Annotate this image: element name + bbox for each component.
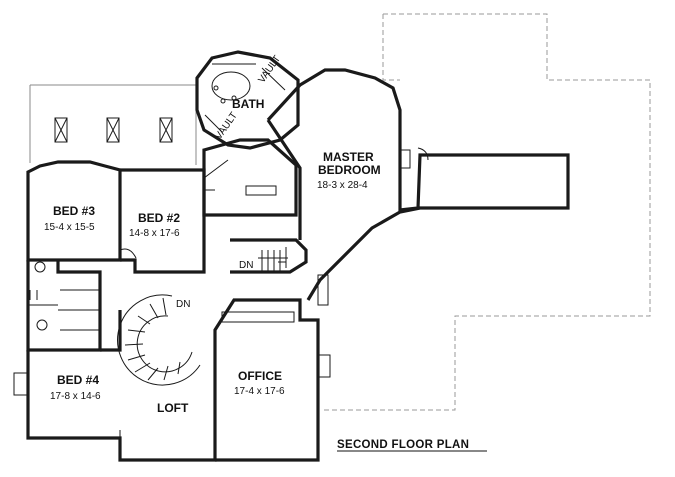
skylight-3 <box>159 117 173 143</box>
fireplace-office <box>317 354 331 378</box>
bath-walls <box>195 50 300 150</box>
master-label-line2: BEDROOM <box>318 163 381 177</box>
fireplace-bed4 <box>13 372 29 396</box>
master-fireplace <box>399 147 429 169</box>
bed2-label: BED #2 <box>138 211 180 225</box>
roof-outline-dashed <box>322 13 651 411</box>
master-label-line1: MASTER <box>323 150 374 164</box>
stair-dn-small-label: DN <box>239 260 253 271</box>
bed3-label: BED #3 <box>53 204 95 218</box>
bath-label: BATH <box>232 97 264 111</box>
bed3-dims: 15-4 x 15-5 <box>44 222 95 233</box>
tub <box>211 71 251 101</box>
vault-label-lower: VAULT <box>213 110 240 141</box>
bed4-dims: 17-8 x 14-6 <box>50 391 101 402</box>
bed4-walls <box>13 310 217 462</box>
loft-label: LOFT <box>157 401 189 415</box>
office-walls <box>213 274 331 462</box>
skylight-1 <box>54 117 68 143</box>
upper-deck-area <box>29 84 197 165</box>
shared-bath-walls <box>26 260 102 352</box>
closet-core <box>202 138 298 217</box>
office-built-in <box>221 311 295 323</box>
master-dims: 18-3 x 28-4 <box>317 180 368 191</box>
spiral-stair <box>117 294 201 386</box>
bed2-walls <box>119 168 206 274</box>
skylight-2 <box>106 117 120 143</box>
small-stair <box>230 238 308 274</box>
plan-title: SECOND FLOOR PLAN <box>337 439 469 451</box>
office-label: OFFICE <box>238 369 282 383</box>
stair-dn-main-label: DN <box>176 299 190 310</box>
bed4-label: BED #4 <box>57 373 99 387</box>
office-dims: 17-4 x 17-6 <box>234 386 285 397</box>
master-bedroom-walls <box>266 68 570 301</box>
vault-label-upper: VAULT <box>256 54 283 85</box>
bed2-dims: 14-8 x 17-6 <box>129 228 180 239</box>
